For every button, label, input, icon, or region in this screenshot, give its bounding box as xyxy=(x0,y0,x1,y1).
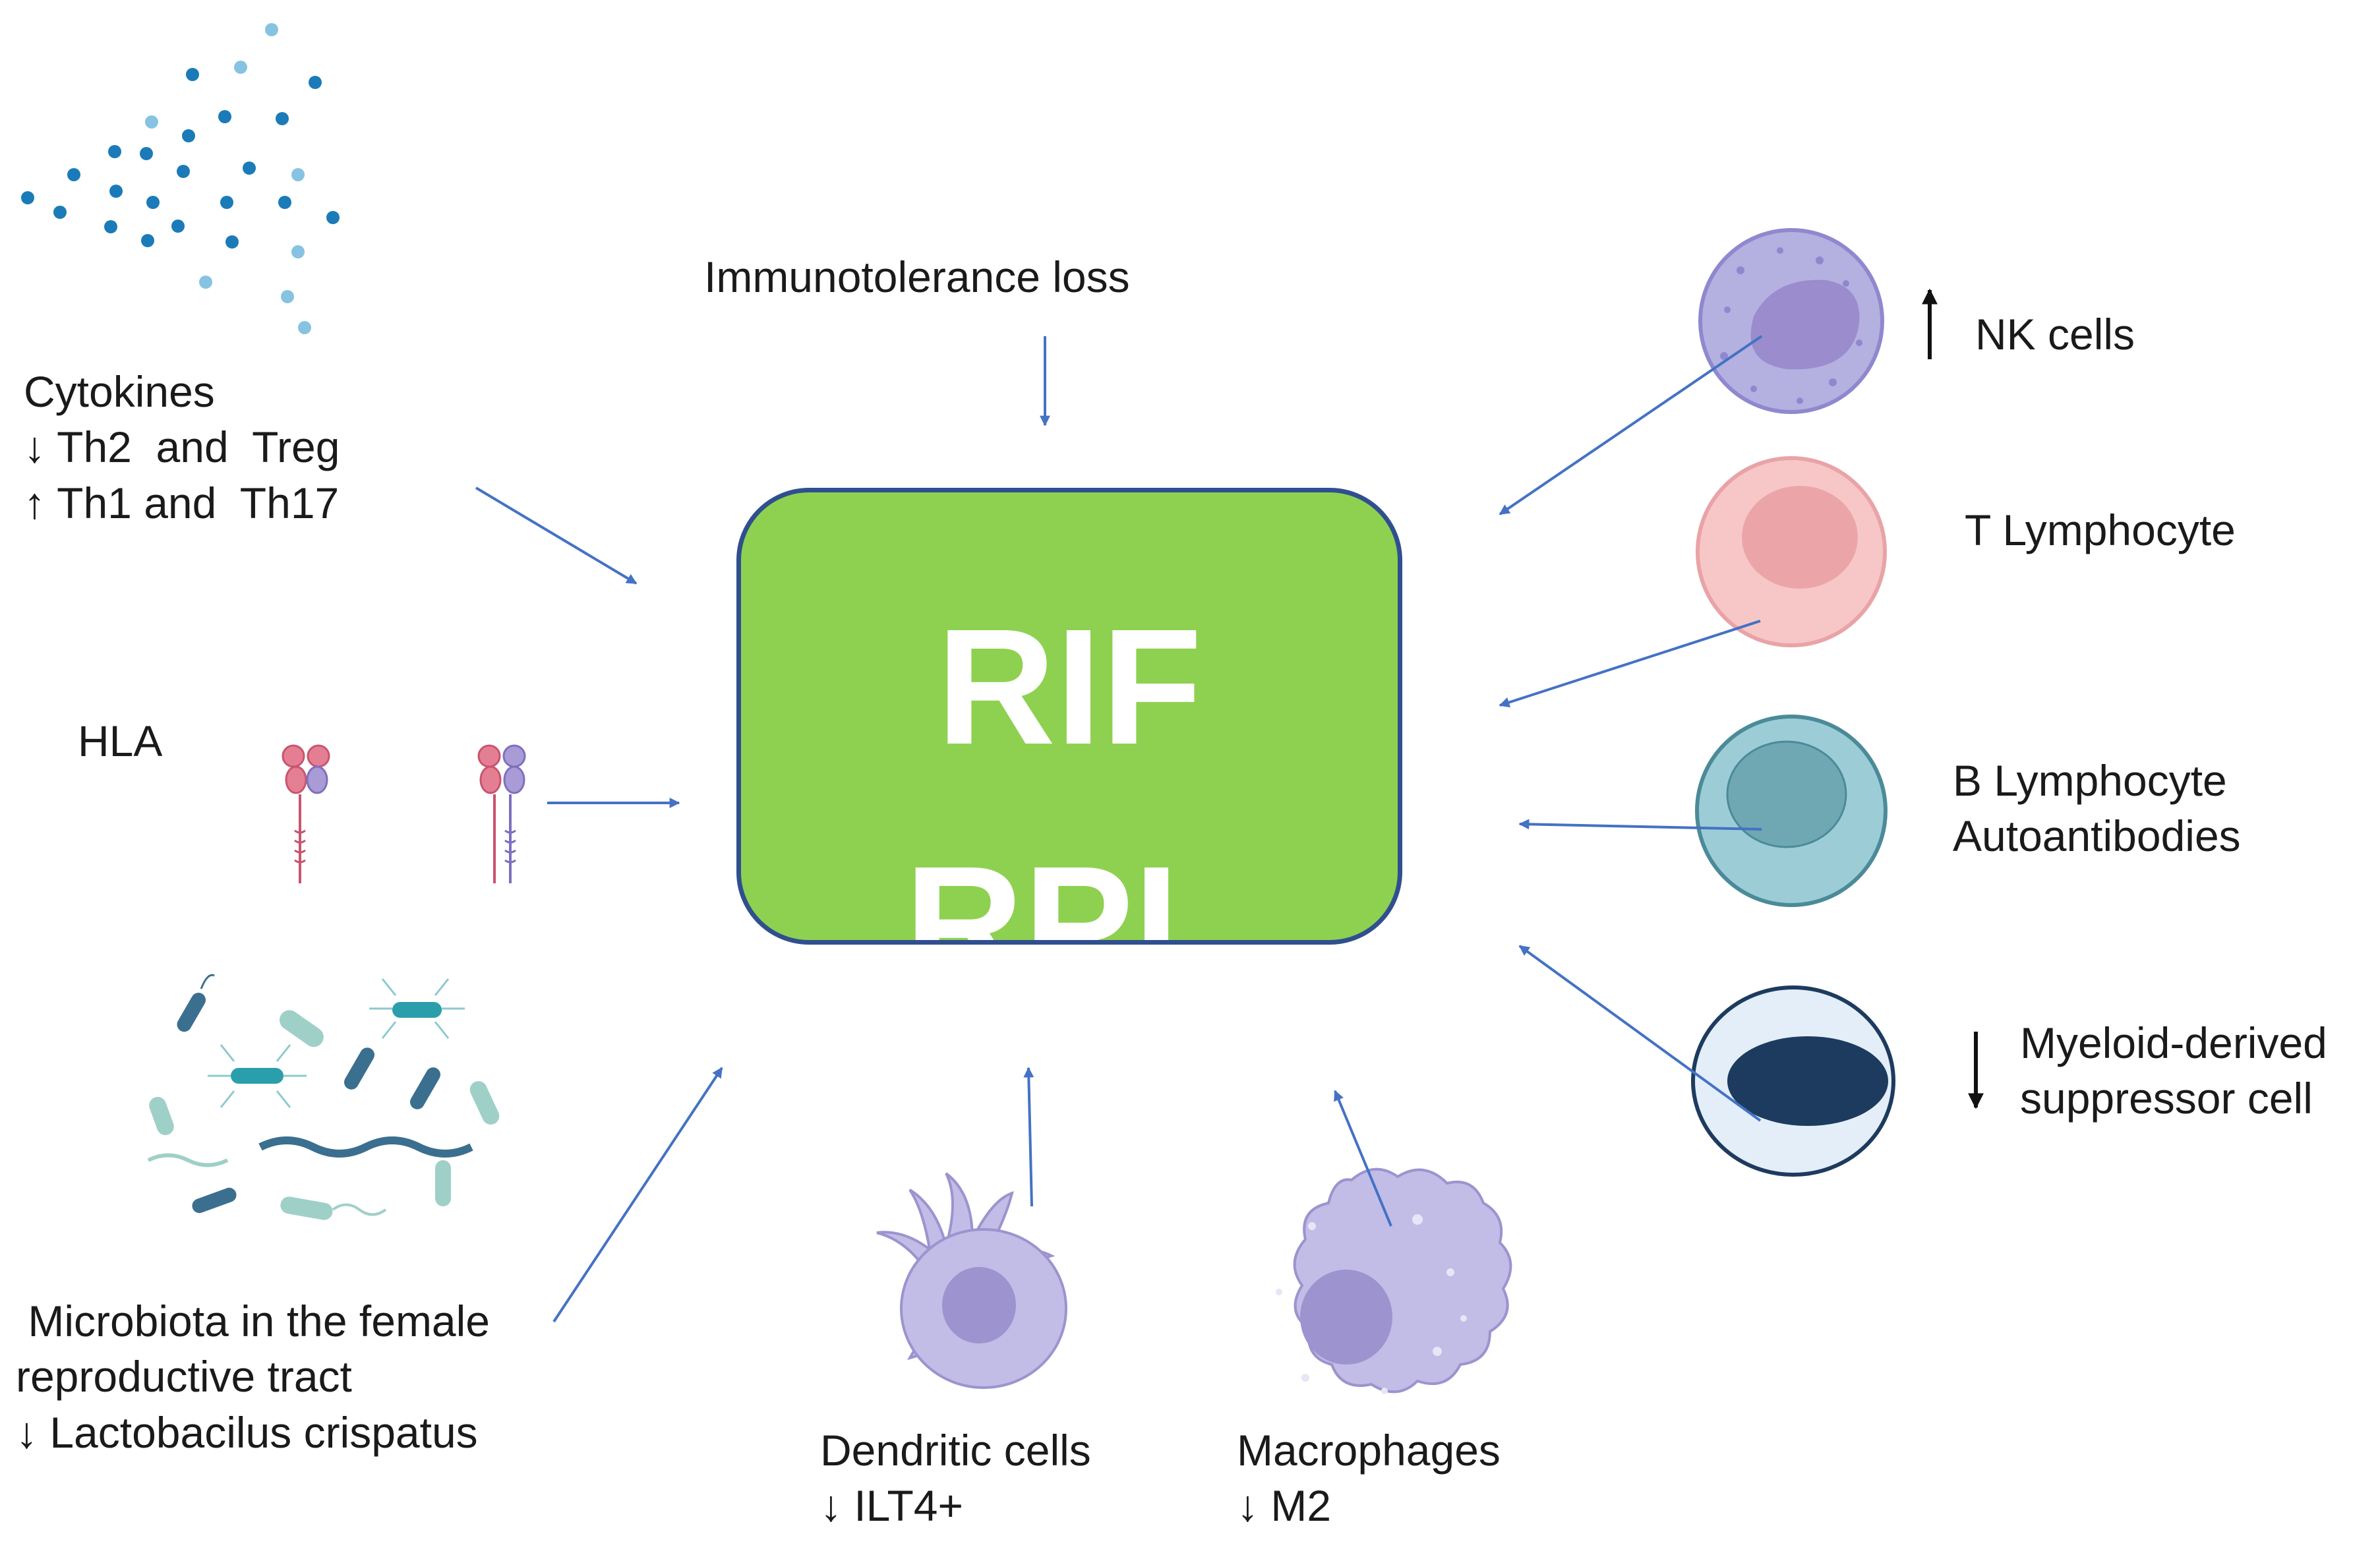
hla-molecule-icon xyxy=(477,744,526,883)
arrow-cytokines xyxy=(475,486,638,585)
nk-label: NK cells xyxy=(1975,307,2135,362)
hla-text: HLA xyxy=(78,717,163,765)
nk-cell-icon xyxy=(1698,228,1884,414)
hla-label: HLA xyxy=(78,713,162,769)
bacteria-icon xyxy=(147,974,500,1220)
immunotolerance-text: Immunotolerance loss xyxy=(704,252,1130,301)
b-cell-icon xyxy=(1695,715,1888,907)
cytokines-line2: ↑ Th1 and Th17 xyxy=(24,478,340,527)
arrow-nk xyxy=(1499,335,1763,515)
mdsc-cell-icon xyxy=(1691,985,1895,1177)
mdsc-line1: Myeloid-derived xyxy=(2020,1018,2327,1067)
microbiota-line2: reproductive tract xyxy=(16,1352,352,1401)
nk-text: NK cells xyxy=(1975,310,2135,359)
macrophages-line1: Macrophages xyxy=(1237,1426,1501,1475)
cytokines-label: Cytokines ↓ Th2 and Treg ↑ Th1 and Th17 xyxy=(24,364,340,531)
dendritic-line2: ↓ ILT4+ xyxy=(820,1481,964,1531)
t-lymphocyte-label: T Lymphocyte xyxy=(1965,502,2236,558)
b-lymphocyte-line1: B Lymphocyte xyxy=(1953,756,2227,805)
macrophages-line2: ↓ M2 xyxy=(1237,1481,1332,1531)
microbiota-line1: Microbiota in the female xyxy=(16,1297,491,1345)
cytokine-dots-icon xyxy=(21,23,340,334)
t-cell-icon xyxy=(1696,456,1887,647)
macrophage-icon xyxy=(1276,1167,1512,1394)
macrophages-label: Macrophages ↓ M2 xyxy=(1237,1423,1501,1534)
cytokines-line1: ↓ Th2 and Treg xyxy=(24,423,340,472)
rif-title: RIF xyxy=(936,595,1203,779)
rpl-subtitle: RPL xyxy=(905,832,1234,945)
cytokines-title: Cytokines xyxy=(24,367,215,416)
immunotolerance-label: Immunotolerance loss xyxy=(704,249,1130,305)
arrow-mdsc xyxy=(1518,945,1762,1122)
mdsc-label: Myeloid-derived suppressor cell xyxy=(2020,1015,2327,1127)
microbiota-line3: ↓ Lactobacilus crispatus xyxy=(16,1407,478,1457)
b-lymphocyte-label: B Lymphocyte Autoantibodies xyxy=(1953,753,2241,864)
dendritic-line1: Dendritic cells xyxy=(820,1426,1091,1475)
mdsc-line2: suppressor cell xyxy=(2020,1074,2313,1123)
dendritic-cell-icon xyxy=(876,1172,1067,1390)
microbiota-label: Microbiota in the female reproductive tr… xyxy=(16,1293,490,1460)
hla-molecule-icon xyxy=(282,744,330,883)
arrow-b-lymphocyte xyxy=(1518,819,1762,831)
dendritic-label: Dendritic cells ↓ ILT4+ xyxy=(820,1423,1091,1534)
arrow-macrophages xyxy=(1334,1090,1392,1227)
t-lymphocyte-text: T Lymphocyte xyxy=(1965,506,2236,554)
arrow-dendritic xyxy=(1023,1067,1034,1207)
arrow-t-lymphocyte xyxy=(1499,620,1761,708)
rif-rpl-box: RIF RPL xyxy=(736,488,1402,945)
arrow-microbiota xyxy=(552,1067,723,1323)
b-lymphocyte-line2: Autoantibodies xyxy=(1953,811,2241,861)
